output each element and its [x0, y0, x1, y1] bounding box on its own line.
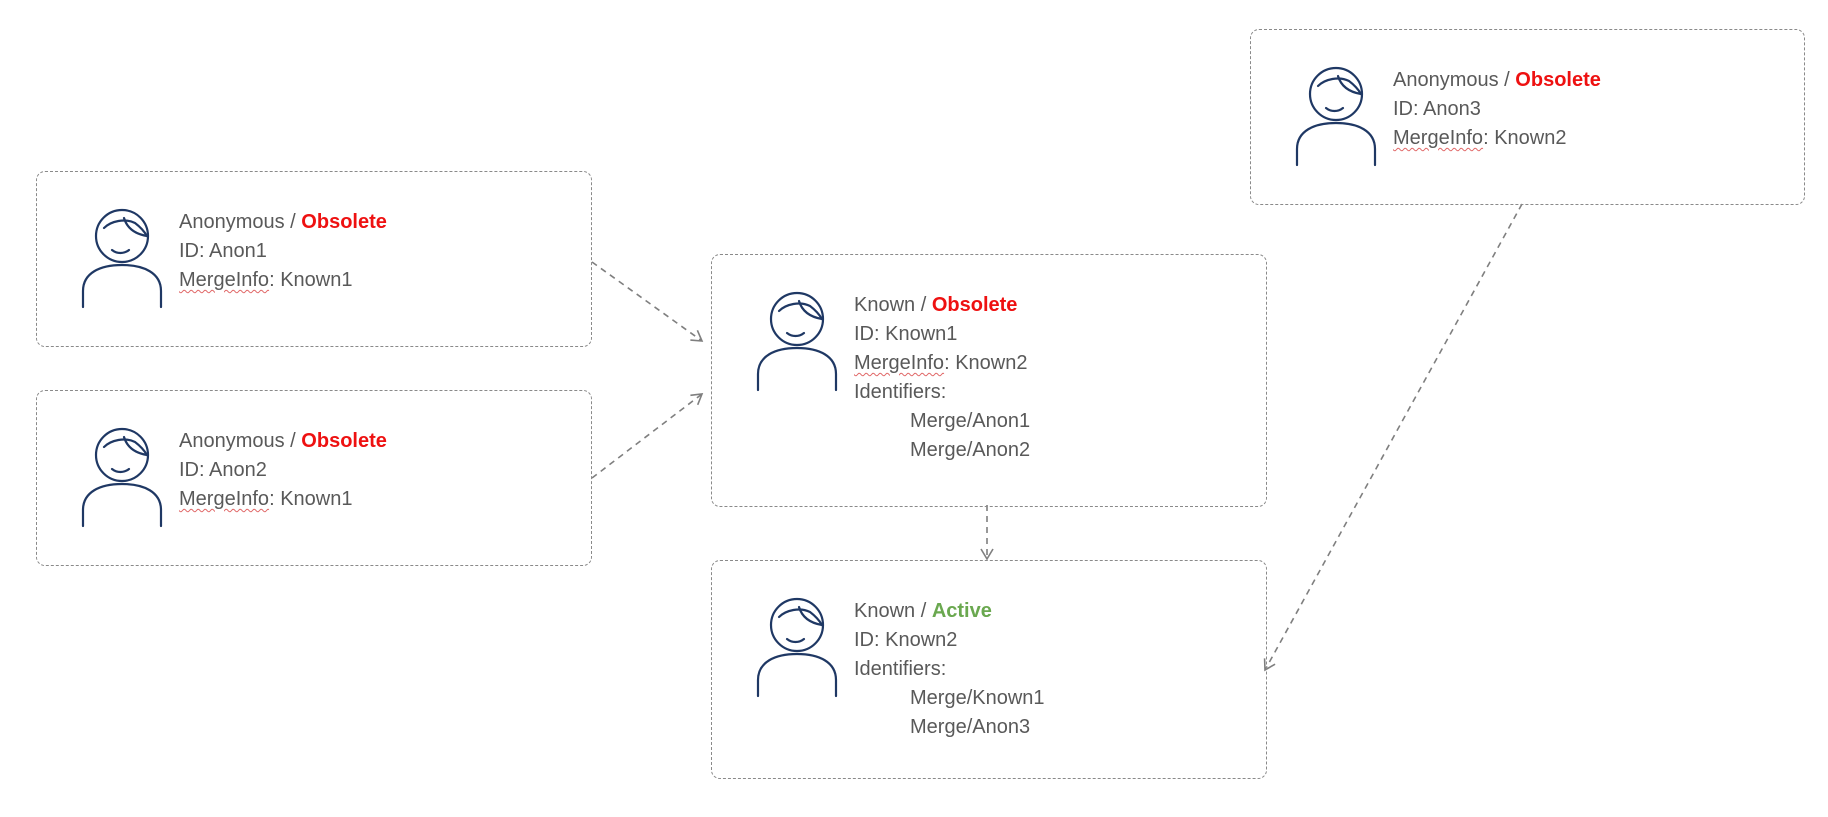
id-value: Known2	[885, 629, 958, 651]
profile-type: Known	[854, 294, 916, 316]
id-value: Anon1	[209, 240, 267, 262]
mergeinfo-separator: :	[269, 269, 281, 291]
status-label: Obsolete	[301, 211, 387, 233]
profile-title-row: Known / Active	[854, 597, 1045, 626]
identifiers-label: Identifiers:	[854, 658, 947, 680]
profile-type: Known	[854, 600, 916, 622]
title-separator: /	[284, 430, 302, 452]
status-label: Active	[931, 600, 992, 622]
title-separator: /	[284, 211, 302, 233]
id-label: ID:	[179, 240, 210, 262]
id-row: ID: Known2	[854, 626, 1045, 655]
edge-anon1-to-known1	[591, 261, 704, 342]
id-value: Anon3	[1423, 98, 1481, 120]
id-row: ID: Anon3	[1393, 95, 1601, 124]
mergeinfo-label: MergeInfo	[1393, 127, 1484, 149]
mergeinfo-separator: :	[1483, 127, 1495, 149]
mergeinfo-row: MergeInfo: Known1	[179, 266, 387, 295]
mergeinfo-row: MergeInfo: Known2	[1393, 124, 1601, 153]
mergeinfo-row: MergeInfo: Known2	[854, 349, 1030, 378]
identifier-item: Merge/Anon2	[910, 439, 1031, 461]
profile-card-known2: Known / Active ID: Known2 Identifiers: M…	[711, 560, 1267, 779]
identifier-item: Merge/Anon3	[910, 716, 1031, 738]
id-row: ID: Known1	[854, 320, 1030, 349]
mergeinfo-label: MergeInfo	[854, 352, 945, 374]
profile-card-known1: Known / Obsolete ID: Known1 MergeInfo: K…	[711, 254, 1267, 507]
profile-card-anon3: Anonymous / Obsolete ID: Anon3 MergeInfo…	[1250, 29, 1805, 205]
status-label: Obsolete	[931, 294, 1018, 316]
mergeinfo-label: MergeInfo	[179, 269, 270, 291]
id-label: ID:	[854, 629, 886, 651]
profile-type: Anonymous	[179, 211, 285, 233]
id-label: ID:	[1393, 98, 1424, 120]
person-icon	[81, 427, 163, 528]
identifier-item: Merge/Anon1	[910, 410, 1031, 432]
id-value: Known1	[885, 323, 958, 345]
id-row: ID: Anon1	[179, 237, 387, 266]
person-icon	[756, 597, 838, 698]
profile-info: Known / Obsolete ID: Known1 MergeInfo: K…	[854, 291, 1030, 465]
id-label: ID:	[179, 459, 210, 481]
profile-card-anon2: Anonymous / Obsolete ID: Anon2 MergeInfo…	[36, 390, 592, 566]
id-row: ID: Anon2	[179, 456, 387, 485]
edge-anon2-to-known1	[591, 393, 704, 479]
mergeinfo-separator: :	[269, 488, 281, 510]
mergeinfo-value: Known1	[280, 488, 353, 510]
mergeinfo-row: MergeInfo: Known1	[179, 485, 387, 514]
profile-type: Anonymous	[1393, 69, 1499, 91]
person-icon	[1295, 66, 1377, 167]
id-label: ID:	[854, 323, 886, 345]
profile-title-row: Anonymous / Obsolete	[179, 427, 387, 456]
mergeinfo-value: Known2	[955, 352, 1028, 374]
identifier-item: Merge/Known1	[910, 687, 1045, 709]
profile-info: Known / Active ID: Known2 Identifiers: M…	[854, 597, 1045, 742]
profile-type: Anonymous	[179, 430, 285, 452]
person-icon	[81, 208, 163, 309]
profile-info: Anonymous / Obsolete ID: Anon2 MergeInfo…	[179, 427, 387, 514]
profile-title-row: Anonymous / Obsolete	[179, 208, 387, 237]
status-label: Obsolete	[301, 430, 387, 452]
person-icon	[756, 291, 838, 392]
title-separator: /	[915, 294, 932, 316]
mergeinfo-value: Known1	[280, 269, 353, 291]
id-value: Anon2	[209, 459, 267, 481]
profile-info: Anonymous / Obsolete ID: Anon3 MergeInfo…	[1393, 66, 1601, 153]
title-separator: /	[1498, 69, 1516, 91]
profile-info: Anonymous / Obsolete ID: Anon1 MergeInfo…	[179, 208, 387, 295]
edge-anon3-to-known2	[1263, 203, 1523, 672]
profile-title-row: Anonymous / Obsolete	[1393, 66, 1601, 95]
profile-title-row: Known / Obsolete	[854, 291, 1030, 320]
status-label: Obsolete	[1515, 69, 1601, 91]
identifiers-label: Identifiers:	[854, 381, 947, 403]
mergeinfo-label: MergeInfo	[179, 488, 270, 510]
mergeinfo-separator: :	[944, 352, 956, 374]
title-separator: /	[915, 600, 932, 622]
profile-card-anon1: Anonymous / Obsolete ID: Anon1 MergeInfo…	[36, 171, 592, 347]
mergeinfo-value: Known2	[1494, 127, 1567, 149]
